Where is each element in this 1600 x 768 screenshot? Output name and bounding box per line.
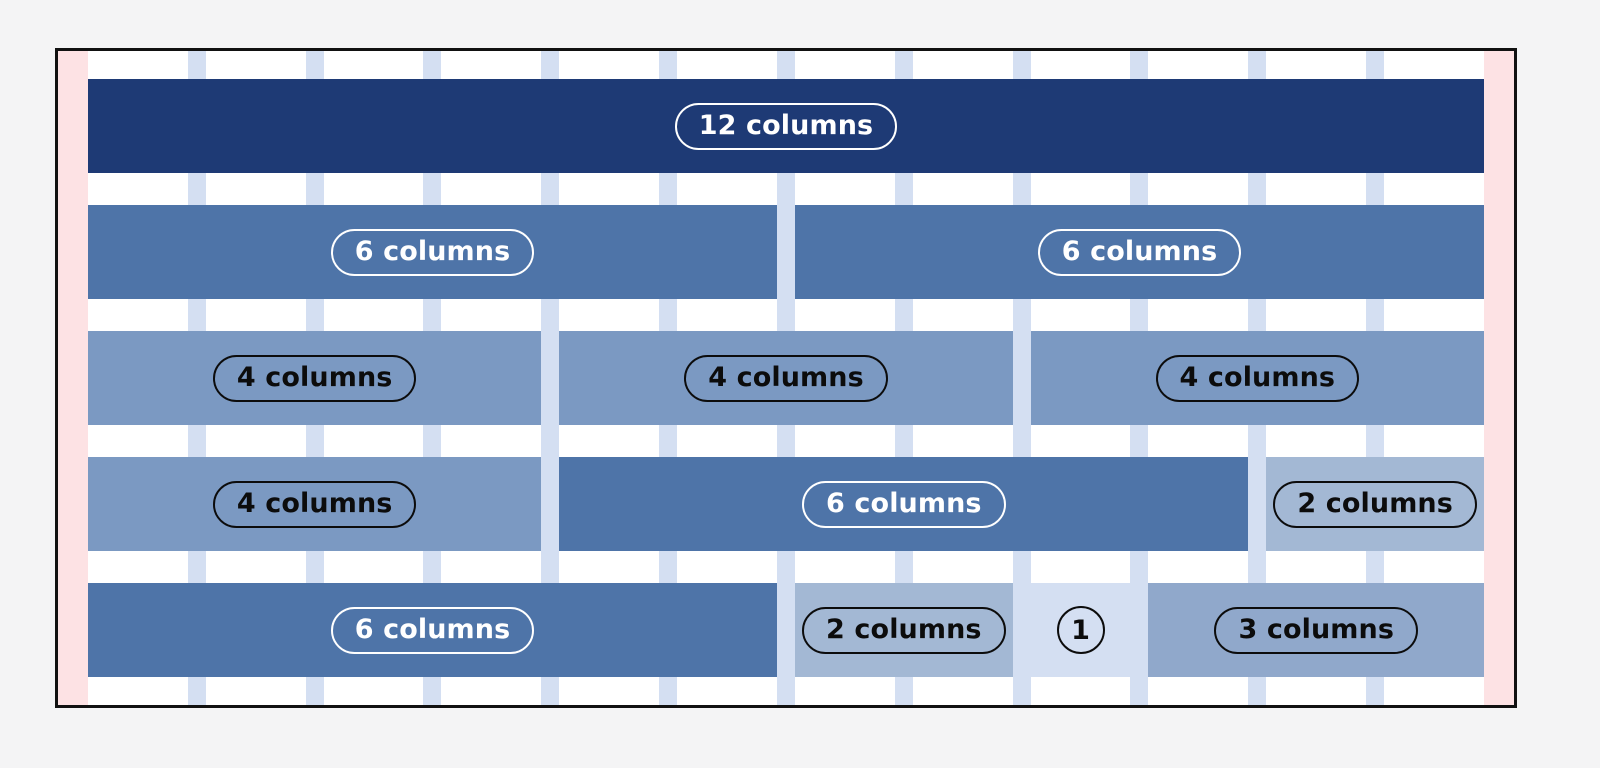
right-margin-strip — [1484, 51, 1514, 705]
grid-block-12-col[interactable]: 12 columns — [88, 79, 1484, 173]
grid-block-1-col[interactable]: 1 — [1030, 583, 1131, 677]
block-label-badge: 4 columns — [212, 480, 417, 528]
block-spacer — [1248, 457, 1266, 551]
grid-row: 12 columns — [88, 79, 1484, 173]
block-label-badge: 1 — [1056, 606, 1105, 654]
block-label-badge: 2 columns — [802, 606, 1006, 654]
block-spacer — [541, 331, 559, 425]
grid-block-2-col[interactable]: 2 columns — [1266, 457, 1484, 551]
grid-block-6-col[interactable]: 6 columns — [88, 205, 777, 299]
block-spacer — [777, 205, 795, 299]
block-label-badge: 6 columns — [330, 228, 535, 276]
block-spacer — [541, 457, 559, 551]
block-label-badge: 4 columns — [1155, 354, 1360, 402]
block-label-badge: 12 columns — [674, 102, 898, 150]
grid-block-4-col[interactable]: 4 columns — [1030, 331, 1484, 425]
grid-block-6-col[interactable]: 6 columns — [559, 457, 1249, 551]
grid-block-4-col[interactable]: 4 columns — [88, 457, 542, 551]
grid-block-6-col[interactable]: 6 columns — [88, 583, 777, 677]
block-spacer — [1130, 583, 1148, 677]
grid-row: 4 columns 4 columns 4 columns — [88, 331, 1484, 425]
grid-block-3-col[interactable]: 3 columns — [1148, 583, 1484, 677]
block-spacer — [777, 583, 795, 677]
grid-row: 6 columns 6 columns — [88, 205, 1484, 299]
left-margin-strip — [58, 51, 88, 705]
grid-row: 6 columns 2 columns 1 3 columns — [88, 583, 1484, 677]
grid-block-6-col[interactable]: 6 columns — [795, 205, 1484, 299]
block-label-badge: 4 columns — [212, 354, 417, 402]
block-label-badge: 2 columns — [1273, 480, 1477, 528]
block-label-badge: 6 columns — [1037, 228, 1242, 276]
grid-row: 4 columns 6 columns 2 columns — [88, 457, 1484, 551]
block-label-badge: 6 columns — [330, 606, 535, 654]
grid-block-4-col[interactable]: 4 columns — [88, 331, 542, 425]
block-spacer — [1013, 331, 1031, 425]
block-label-badge: 3 columns — [1214, 606, 1418, 654]
grid-block-4-col[interactable]: 4 columns — [559, 331, 1013, 425]
block-label-badge: 4 columns — [684, 354, 888, 402]
block-label-badge: 6 columns — [802, 480, 1006, 528]
grid-block-2-col[interactable]: 2 columns — [795, 583, 1013, 677]
block-spacer — [1013, 583, 1031, 677]
